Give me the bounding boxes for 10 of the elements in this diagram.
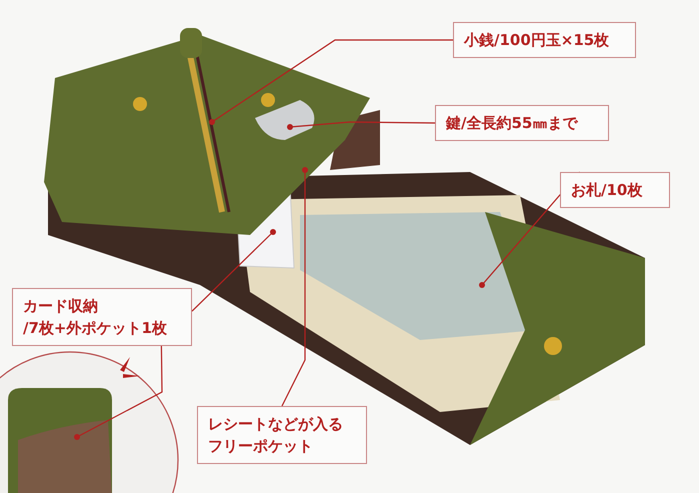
leader-line <box>192 229 276 312</box>
callout-label: カード収納/7枚+外ポケット1枚 <box>12 288 192 346</box>
leader-line <box>74 346 163 440</box>
leader-line <box>287 121 435 130</box>
leader-line <box>281 167 308 406</box>
callout-label: レシートなどが入るフリーポケット <box>197 406 367 464</box>
leader-line <box>209 39 453 125</box>
callout-label: お札/10枚 <box>560 172 670 208</box>
callout-label: 鍵/全長約55㎜まで <box>435 105 609 141</box>
callout-label: 小銭/100円玉×15枚 <box>453 22 636 58</box>
